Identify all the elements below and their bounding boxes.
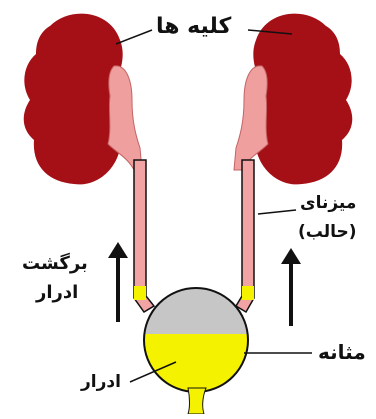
left-kidney <box>24 14 123 185</box>
left-ureter-urine <box>134 286 146 300</box>
kidneys-label: کلیه ها <box>156 14 231 39</box>
reflux-label-line2: ادرار <box>36 282 78 303</box>
right-ureter-urine <box>242 286 254 300</box>
right-up-arrow <box>281 248 301 326</box>
ureter-label: میزنای <box>300 193 356 213</box>
bladder <box>140 288 252 404</box>
ureter-alt-label: (حالب) <box>298 222 357 242</box>
kidney-pointer-left <box>116 30 152 44</box>
ureter-pointer <box>258 210 296 214</box>
right-kidney <box>253 14 352 185</box>
bladder-label: مثانه <box>318 340 366 364</box>
reflux-label-line1: برگشت <box>22 253 88 274</box>
urine-label: ادرار <box>81 372 121 392</box>
urethra <box>188 388 206 414</box>
left-up-arrow <box>108 242 128 322</box>
